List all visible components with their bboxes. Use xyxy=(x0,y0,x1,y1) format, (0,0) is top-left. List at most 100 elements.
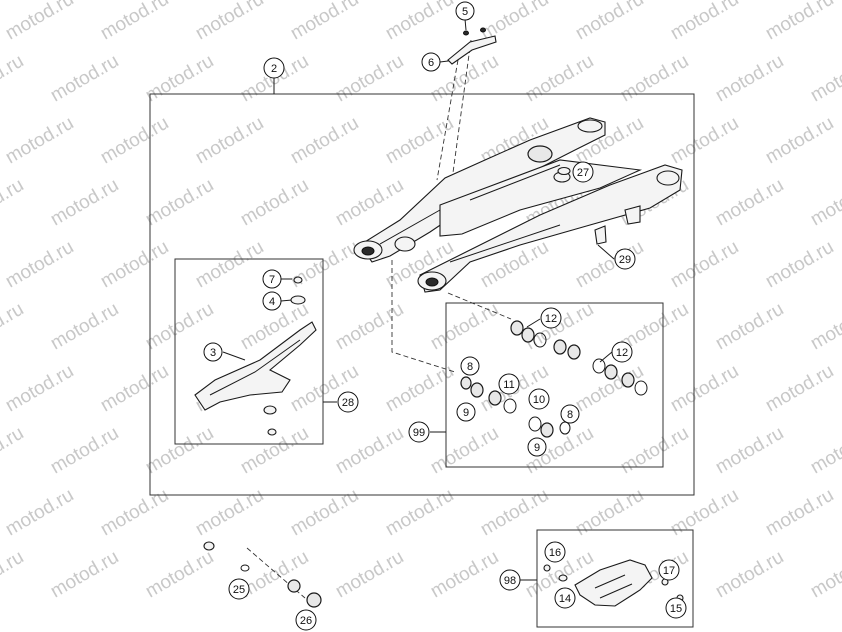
svg-text:12: 12 xyxy=(545,313,557,325)
callout-99: 99 xyxy=(408,421,430,443)
watermark-text: motod.ru xyxy=(762,0,837,44)
chain-guide-group-frame xyxy=(536,529,694,628)
watermark-text: motod.ru xyxy=(0,547,27,603)
watermark-text: motod.ru xyxy=(47,423,122,479)
svg-text:7: 7 xyxy=(269,274,275,286)
watermark-text: motod.ru xyxy=(2,113,77,169)
watermark-text: motod.ru xyxy=(667,361,742,417)
watermark-text: motod.ru xyxy=(807,547,842,603)
callout-2: 2 xyxy=(263,57,285,79)
watermark-text: motod.ru xyxy=(617,423,692,479)
watermark-text: motod.ru xyxy=(142,423,217,479)
watermark-text: motod.ru xyxy=(617,51,692,107)
watermark-text: motod.ru xyxy=(522,51,597,107)
watermark-text: motod.ru xyxy=(0,423,27,479)
svg-text:98: 98 xyxy=(504,575,516,587)
watermark-text: motod.ru xyxy=(807,299,842,355)
svg-text:15: 15 xyxy=(670,603,682,615)
callout-28: 28 xyxy=(337,391,359,413)
watermark-text: motod.ru xyxy=(667,485,742,541)
watermark-text: motod.ru xyxy=(237,175,312,231)
watermark-text: motod.ru xyxy=(572,0,647,44)
watermark-text: motod.ru xyxy=(572,237,647,293)
svg-text:5: 5 xyxy=(462,6,468,18)
watermark-text: motod.ru xyxy=(332,423,407,479)
watermark-text: motod.ru xyxy=(712,547,787,603)
callout-11: 11 xyxy=(498,373,520,395)
svg-text:6: 6 xyxy=(428,57,434,69)
svg-text:12: 12 xyxy=(616,347,628,359)
callout-26: 26 xyxy=(295,609,317,631)
watermark-text: motod.ru xyxy=(762,361,837,417)
watermark-text: motod.ru xyxy=(667,0,742,44)
callout-17: 17 xyxy=(658,559,680,581)
watermark-text: motod.ru xyxy=(712,423,787,479)
watermark-text: motod.ru xyxy=(0,299,27,355)
svg-text:2: 2 xyxy=(271,63,277,75)
bearing-kit-group-frame xyxy=(445,302,664,468)
callout-14: 14 xyxy=(554,587,576,609)
svg-text:9: 9 xyxy=(463,407,469,419)
watermark-text: motod.ru xyxy=(332,547,407,603)
watermark-text: motod.ru xyxy=(97,113,172,169)
watermark-text: motod.ru xyxy=(332,51,407,107)
watermark-text: motod.ru xyxy=(382,485,457,541)
watermark-text: motod.ru xyxy=(142,547,217,603)
callout-98: 98 xyxy=(499,569,521,591)
watermark-text: motod.ru xyxy=(712,51,787,107)
leader-lines xyxy=(222,18,615,581)
watermark-text: motod.ru xyxy=(2,361,77,417)
watermark-text: motod.ru xyxy=(237,547,312,603)
svg-text:8: 8 xyxy=(467,361,473,373)
watermark-text: motod.ru xyxy=(287,485,362,541)
watermark-text: motod.ru xyxy=(807,175,842,231)
watermark-text: motod.ru xyxy=(762,113,837,169)
callout-29: 29 xyxy=(614,248,636,270)
watermark-text: motod.ru xyxy=(427,299,502,355)
watermark-text: motod.ru xyxy=(47,51,122,107)
watermark-text: motod.ru xyxy=(2,0,77,44)
svg-text:14: 14 xyxy=(559,593,571,605)
svg-text:26: 26 xyxy=(300,615,312,627)
watermark-text: motod.ru xyxy=(192,485,267,541)
watermark-text: motod.ru xyxy=(142,175,217,231)
callout-3: 3 xyxy=(203,342,223,362)
svg-text:3: 3 xyxy=(210,347,216,359)
watermark-text: motod.ru xyxy=(287,0,362,44)
callout-8-left: 8 xyxy=(460,356,480,376)
svg-text:9: 9 xyxy=(534,442,540,454)
callout-9-left: 9 xyxy=(456,402,476,422)
swingarm-group-frame xyxy=(149,93,695,496)
chain-slider xyxy=(194,276,317,436)
callout-8-right: 8 xyxy=(560,404,580,424)
watermark-text: motod.ru xyxy=(287,113,362,169)
part-27-insert xyxy=(553,166,571,183)
svg-text:99: 99 xyxy=(413,427,425,439)
callout-25: 25 xyxy=(228,578,250,600)
callout-12-lower: 12 xyxy=(611,341,633,363)
watermark-text: motod.ru xyxy=(47,547,122,603)
watermark-text: motod.ru xyxy=(97,485,172,541)
svg-text:4: 4 xyxy=(269,296,275,308)
watermark-text: motod.ru xyxy=(807,423,842,479)
watermark-text: motod.ru xyxy=(97,237,172,293)
svg-text:8: 8 xyxy=(567,409,573,421)
watermark-text: motod.ru xyxy=(287,237,362,293)
watermark-text: motod.ru xyxy=(667,237,742,293)
svg-text:17: 17 xyxy=(663,565,675,577)
svg-text:27: 27 xyxy=(577,167,589,179)
bearing-kit-parts xyxy=(460,320,648,438)
watermark-text: motod.ru xyxy=(762,237,837,293)
watermark-text: motod.ru xyxy=(97,0,172,44)
callout-7: 7 xyxy=(262,269,282,289)
watermark-text: motod.ru xyxy=(192,0,267,44)
watermark-text: motod.ru xyxy=(807,51,842,107)
watermark-layer: motod.ru motod.ru motod.ru motod.ru motod.ru… xyxy=(0,0,842,602)
alignment-lines xyxy=(246,39,512,599)
watermark-text: motod.ru xyxy=(192,237,267,293)
callouts: 2 5 6 7 4 3 28 27 29 12 12 8 11 10 9 8 9… xyxy=(203,1,687,631)
watermark-text: motod.ru xyxy=(2,485,77,541)
svg-text:16: 16 xyxy=(549,547,561,559)
watermark-text: motod.ru xyxy=(477,485,552,541)
